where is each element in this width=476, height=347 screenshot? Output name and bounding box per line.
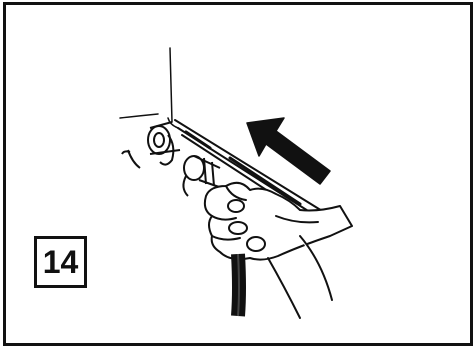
hose [238, 254, 239, 316]
panel-edge [120, 48, 178, 128]
step-number-badge: 14 [34, 236, 87, 288]
hand [205, 183, 352, 318]
wall-connector [122, 122, 180, 168]
arrow-up-right-icon [247, 118, 330, 184]
